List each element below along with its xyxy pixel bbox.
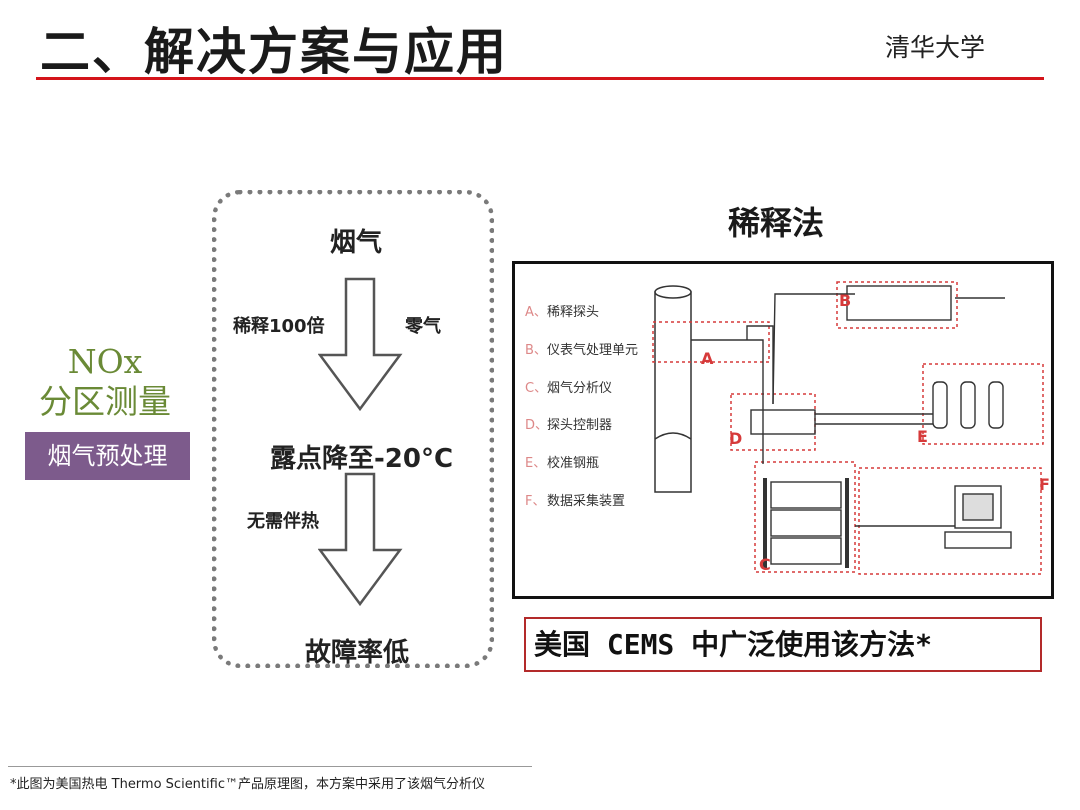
computer-icon [855, 485, 1012, 549]
svg-text:D: D [729, 429, 742, 448]
svg-text:C: C [759, 555, 771, 574]
analyzer-rack [763, 478, 849, 568]
flow-note-dilute: 稀释100倍 [233, 316, 325, 337]
svg-text:A、: A、 [525, 305, 547, 320]
flow-step-flue-gas: 烟气 [330, 228, 383, 258]
legend-item: C、烟气分析仪 [525, 380, 612, 396]
svg-text:F: F [1039, 475, 1050, 494]
dilution-system-diagram: A、稀释探头 B、仪表气处理单元 C、烟气分析仪 D、探头控制器 E、校准钢瓶 … [512, 261, 1054, 599]
flow-step-low-failure: 故障率低 [305, 638, 410, 668]
process-flow-box [212, 190, 494, 668]
legend-item: F、数据采集装置 [525, 493, 625, 509]
footnote-divider [8, 766, 532, 767]
flow-step-dewpoint: 露点降至-20°C [270, 444, 454, 474]
zone-c-box [754, 461, 856, 573]
svg-text:E、: E、 [525, 456, 546, 471]
svg-text:仪表气处理单元: 仪表气处理单元 [547, 342, 638, 358]
legend-item: E、校准钢瓶 [525, 455, 599, 471]
footnote: *此图为美国热电 Thermo Scientific™产品原理图，本方案中采用了… [10, 777, 485, 792]
svg-text:校准钢瓶: 校准钢瓶 [547, 455, 599, 471]
svg-text:E: E [917, 427, 928, 446]
legend-item: B、仪表气处理单元 [525, 342, 638, 358]
flow-note-no-heat: 无需伴热 [247, 511, 319, 532]
down-arrow-icon [318, 277, 403, 412]
nox-label-line1: NOx [67, 342, 143, 381]
svg-text:B: B [839, 291, 851, 310]
svg-text:探头控制器: 探头控制器 [547, 418, 612, 433]
down-arrow-icon [318, 472, 403, 607]
zone-b-box [836, 281, 958, 329]
zone-e-box [922, 363, 1044, 445]
nox-label: NOx 分区测量 [30, 342, 180, 422]
svg-text:F、: F、 [525, 494, 545, 509]
svg-text:D、: D、 [525, 418, 548, 433]
svg-text:C、: C、 [525, 381, 547, 396]
nox-label-line2: 分区测量 [39, 382, 171, 421]
dilution-method-title: 稀释法 [728, 204, 825, 242]
cems-note: 美国 CEMS 中广泛使用该方法* [524, 617, 1042, 672]
stack-pipe [654, 285, 692, 493]
page-title: 二、解决方案与应用 [40, 23, 508, 81]
calibration-cylinders [932, 381, 1004, 429]
svg-text:A: A [701, 349, 714, 368]
system-schematic: A、稀释探头 B、仪表气处理单元 C、烟气分析仪 D、探头控制器 E、校准钢瓶 … [525, 281, 1050, 575]
legend-item: A、稀释探头 [525, 305, 599, 320]
flow-note-zero-air: 零气 [405, 316, 441, 337]
title-divider [36, 77, 1044, 80]
legend-item: D、探头控制器 [525, 418, 612, 433]
svg-text:烟气分析仪: 烟气分析仪 [547, 380, 612, 396]
pretreatment-badge: 烟气预处理 [25, 432, 190, 480]
zone-f-box [858, 467, 1042, 575]
svg-text:稀释探头: 稀释探头 [547, 305, 599, 320]
svg-text:B、: B、 [525, 343, 547, 358]
affiliation: 清华大学 [885, 33, 986, 62]
svg-text:数据采集装置: 数据采集装置 [547, 493, 625, 509]
